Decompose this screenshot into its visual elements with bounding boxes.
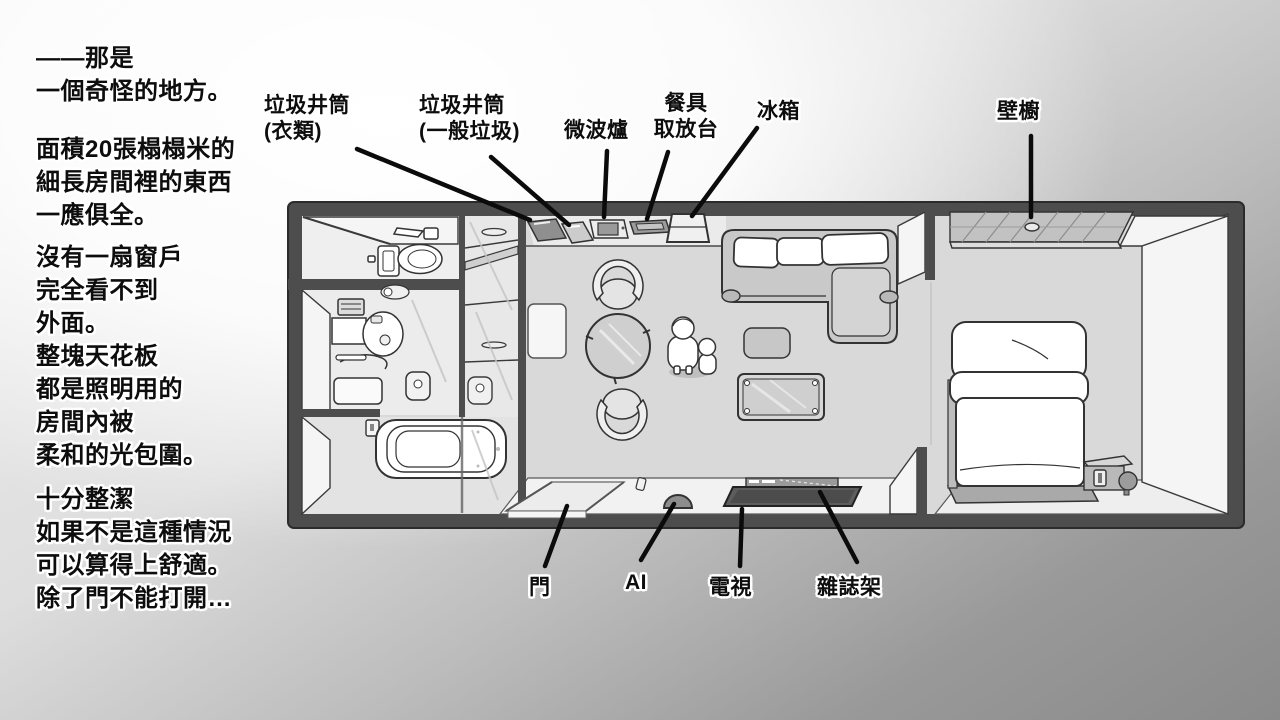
- storage-cabinet: [411, 221, 519, 501]
- living-room: [503, 229, 899, 519]
- chair-top: [592, 259, 644, 310]
- label-dish-station: 餐具 取放台: [653, 92, 719, 141]
- label-magazine-rack: 雜誌架: [817, 576, 882, 599]
- toilet-shelf-item: [392, 227, 425, 238]
- blanket: [955, 397, 1085, 487]
- narration-paragraph-2: 面積20張榻榻米的 細長房間裡的東西 一應俱全。: [36, 136, 236, 229]
- sofa-cushion: [820, 232, 890, 266]
- narration-paragraph-4: 十分整潔 如果不是這種情況 可以算得上舒適。 除了門不能打開…: [36, 486, 232, 612]
- leader-ai: [638, 501, 677, 563]
- person-mother: [667, 316, 699, 375]
- label-microwave: 微波爐: [564, 119, 629, 142]
- label-closet: 壁櫥: [997, 100, 1040, 123]
- chair-bottom: [596, 388, 648, 441]
- drawer-handle: [481, 341, 507, 349]
- leader-chute-general: [488, 154, 572, 228]
- people: [667, 316, 717, 378]
- person-child: [697, 337, 717, 375]
- leader-lines: [354, 125, 1034, 569]
- entry-items: [503, 477, 863, 519]
- microwave-oven: [589, 219, 629, 239]
- bed: [946, 321, 1100, 504]
- dining-table: [585, 313, 651, 385]
- washer-knob: [383, 287, 393, 297]
- bath-mat: [333, 377, 383, 405]
- towel-bar: [335, 354, 367, 361]
- bedroom: [946, 211, 1138, 504]
- interior-walls: [288, 205, 935, 527]
- sofa-cushion: [732, 236, 781, 269]
- sofa: [721, 229, 899, 344]
- bedside-device: [1082, 455, 1138, 496]
- glass-reflections: [411, 221, 513, 501]
- washbasin: [362, 311, 404, 357]
- label-fridge: 冰箱: [757, 100, 800, 123]
- label-garbage-chute-clothes: 垃圾井筒 (衣類): [264, 94, 350, 143]
- label-ai: AI: [625, 571, 647, 594]
- narration-paragraph-1: ——那是 一個奇怪的地方。: [36, 45, 232, 105]
- narration-paragraph-3: 沒有一扇窗戶 完全看不到 外面。 整塊天花板 都是照明用的 房間內被 柔和的光包…: [36, 244, 208, 469]
- sofa-cushion: [776, 237, 825, 266]
- leader-magazine-rack: [817, 489, 860, 565]
- floor-mat: [527, 303, 567, 359]
- toilet-shelf-box: [423, 227, 439, 240]
- leader-tv: [737, 506, 745, 569]
- toilet: [367, 243, 443, 277]
- mirror: [331, 317, 367, 345]
- toilet-room: [367, 227, 443, 277]
- perspective-wall-faces: [301, 210, 1229, 516]
- armrest: [721, 289, 741, 303]
- label-tv: 電視: [709, 576, 752, 599]
- door: [503, 481, 626, 519]
- washroom: [331, 284, 431, 405]
- wall-panel: [337, 298, 365, 316]
- low-table: [737, 373, 825, 421]
- leader-fridge: [689, 125, 760, 219]
- closet-handle: [1024, 222, 1040, 232]
- leader-chute-clothes: [354, 146, 533, 223]
- floor-cushion: [743, 327, 791, 359]
- armrest: [879, 290, 899, 304]
- dish-station-tray: [628, 219, 672, 235]
- closet: [949, 211, 1135, 249]
- leader-microwave: [601, 148, 610, 220]
- leader-door: [542, 503, 570, 569]
- refrigerator: [665, 213, 711, 243]
- kitchen-items: [526, 213, 711, 244]
- wall-switch: [635, 477, 647, 491]
- leader-dish-station: [644, 149, 671, 222]
- label-garbage-chute-general: 垃圾井筒 (一般垃圾): [419, 94, 520, 143]
- tv: [722, 486, 863, 507]
- drawer-handle: [481, 227, 507, 237]
- label-door: 門: [529, 576, 551, 599]
